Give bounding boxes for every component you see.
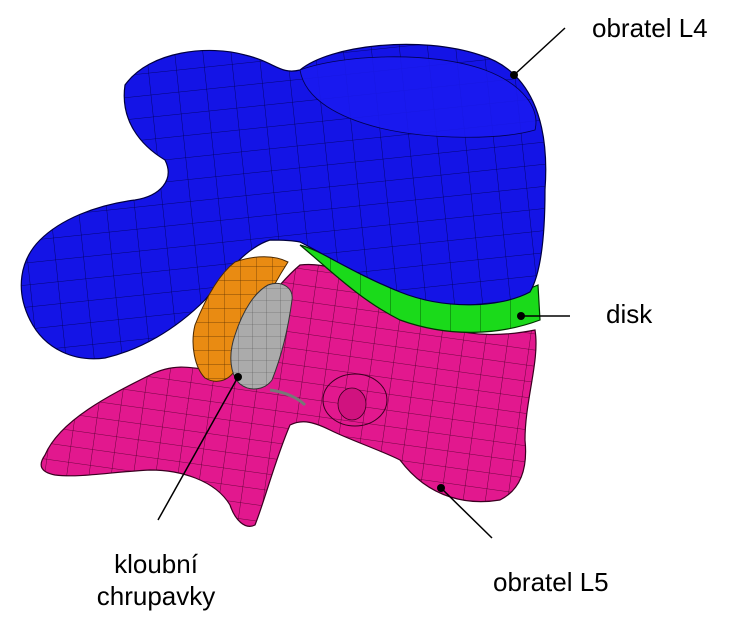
leader-l4 [510, 28, 565, 79]
label-disc: disk [606, 298, 652, 330]
label-cartilage-line2: chrupavky [76, 580, 236, 612]
label-cartilage-line1: kloubní [76, 548, 236, 580]
label-l5: obratel L5 [493, 566, 609, 598]
label-l4: obratel L4 [592, 12, 708, 44]
label-cartilage: kloubní chrupavky [76, 548, 236, 612]
